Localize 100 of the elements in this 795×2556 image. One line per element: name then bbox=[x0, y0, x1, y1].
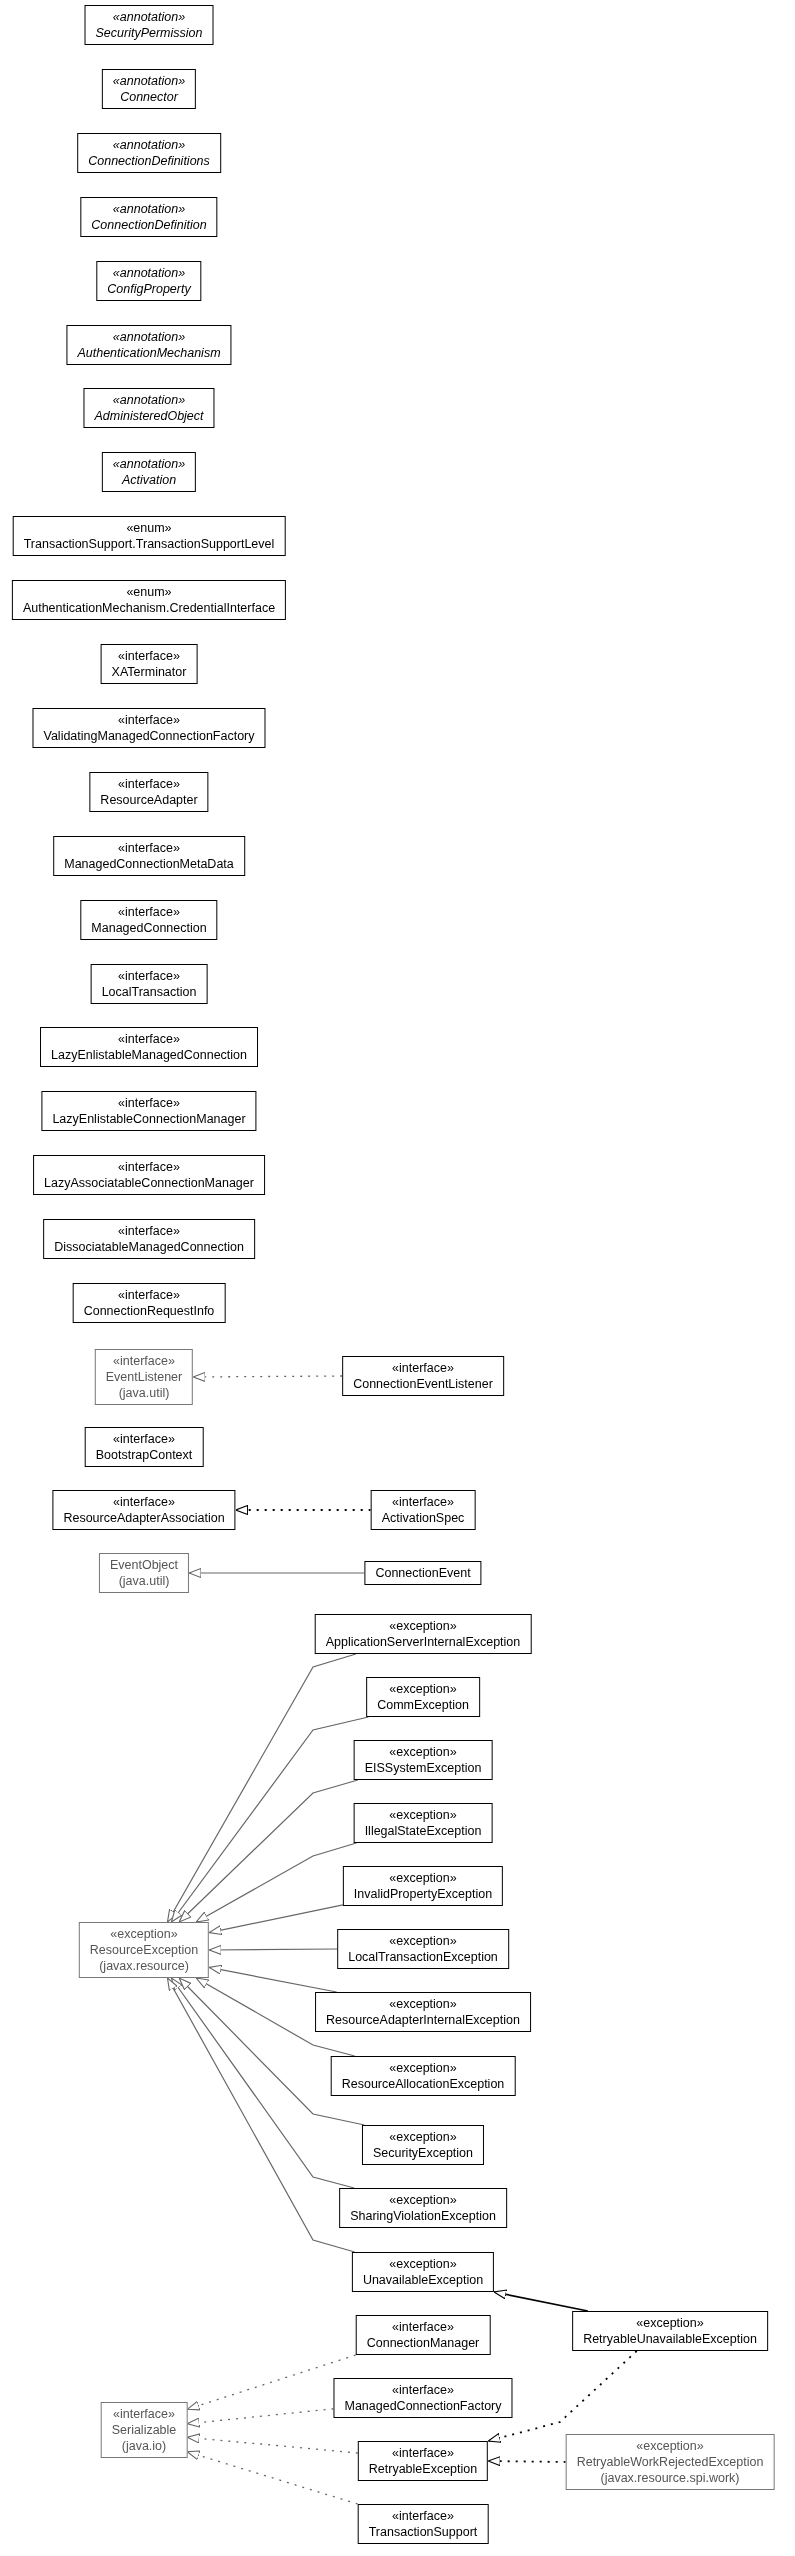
class-box bbox=[53, 836, 245, 876]
stereotype-label: «interface» bbox=[117, 1223, 181, 1239]
realization-arrow bbox=[234, 1504, 372, 1516]
stereotype-label: «interface» bbox=[117, 840, 181, 856]
inheritance-arrow bbox=[493, 2289, 589, 2312]
class-box bbox=[84, 5, 214, 45]
realization-arrow bbox=[192, 1371, 343, 1382]
class-box bbox=[11, 580, 287, 620]
inheritance-arrow bbox=[208, 1944, 338, 1955]
inheritance-arrow bbox=[195, 1842, 357, 1923]
external-class-box bbox=[565, 2434, 775, 2490]
class-box bbox=[101, 69, 197, 109]
stereotype-label: «interface» bbox=[112, 1494, 176, 1510]
class-name: XATerminator bbox=[111, 664, 187, 680]
class-box bbox=[84, 1427, 204, 1467]
stereotype-label: «interface» bbox=[391, 1360, 455, 1376]
stereotype-label: «exception» bbox=[388, 1933, 458, 1949]
class-name: Connector bbox=[119, 89, 180, 105]
class-box bbox=[101, 452, 197, 492]
stereotype-label: «interface» bbox=[117, 1159, 181, 1175]
class-name: ManagedConnectionFactory bbox=[344, 2398, 502, 2414]
inheritance-arrow bbox=[178, 1779, 359, 1923]
stereotype-label: «interface» bbox=[117, 968, 181, 984]
class-box bbox=[353, 1740, 493, 1780]
stereotype-label: «annotation» bbox=[111, 201, 187, 217]
stereotype-label: «exception» bbox=[388, 2060, 458, 2076]
realization-arrow bbox=[186, 2433, 359, 2454]
class-name: UnavailableException bbox=[362, 2272, 484, 2288]
stereotype-label: «interface» bbox=[117, 1031, 181, 1047]
class-name: ConnectionEventListener bbox=[353, 1376, 493, 1392]
class-name: AdministeredObject bbox=[94, 408, 204, 424]
class-name: InvalidPropertyException bbox=[353, 1886, 493, 1902]
class-box bbox=[100, 644, 198, 684]
class-box bbox=[315, 1992, 531, 2032]
stereotype-label: «annotation» bbox=[111, 137, 187, 153]
stereotype-label: «exception» bbox=[388, 1996, 458, 2012]
class-box bbox=[333, 2378, 513, 2418]
inheritance-arrow bbox=[178, 1977, 365, 2126]
external-class-box bbox=[78, 1922, 210, 1978]
class-name: ConnectionDefinition bbox=[91, 217, 207, 233]
class-name: SecurityPermission bbox=[95, 25, 203, 41]
stereotype-label: «annotation» bbox=[111, 392, 187, 408]
class-name: LazyEnlistableManagedConnection bbox=[51, 1047, 247, 1063]
stereotype-label: «annotation» bbox=[112, 73, 186, 89]
class-name: SecurityException bbox=[372, 2145, 474, 2161]
inheritance-arrow bbox=[195, 1977, 356, 2057]
stereotype-label: «exception» bbox=[388, 2192, 458, 2208]
class-box bbox=[41, 1091, 257, 1131]
class-box bbox=[66, 325, 232, 365]
class-name: TransactionSupport bbox=[368, 2524, 478, 2540]
stereotype-label: «interface» bbox=[391, 2382, 455, 2398]
class-box bbox=[361, 2125, 485, 2165]
class-box bbox=[12, 516, 286, 556]
class-box bbox=[572, 2311, 768, 2351]
class-name: ConnectionEvent bbox=[375, 1565, 471, 1581]
class-name: EISSystemException bbox=[364, 1760, 482, 1776]
external-class-box bbox=[100, 2402, 188, 2458]
class-name: BootstrapContext bbox=[95, 1447, 193, 1463]
class-box bbox=[351, 2252, 495, 2292]
stereotype-label: «annotation» bbox=[111, 9, 187, 25]
class-name: ApplicationServerInternalException bbox=[325, 1634, 521, 1650]
class-name: ConnectionDefinitions bbox=[88, 153, 210, 169]
class-box bbox=[52, 1490, 236, 1530]
class-box bbox=[90, 964, 208, 1004]
external-class-box bbox=[98, 1553, 190, 1593]
inheritance-arrow bbox=[188, 1567, 365, 1579]
class-name: LocalTransactionException bbox=[348, 1949, 498, 1965]
stereotype-label: «exception» bbox=[635, 2315, 705, 2331]
stereotype-label: «interface» bbox=[117, 776, 181, 792]
stereotype-label: «interface» bbox=[112, 2406, 176, 2422]
class-name: ValidatingManagedConnectionFactory bbox=[43, 728, 255, 744]
stereotype-label: «interface» bbox=[391, 2508, 455, 2524]
class-box bbox=[337, 1929, 509, 1969]
stereotype-label: «exception» bbox=[388, 1807, 458, 1823]
class-name: Activation bbox=[120, 472, 178, 488]
stereotype-label: «exception» bbox=[388, 1744, 458, 1760]
external-class-box bbox=[94, 1349, 194, 1405]
stereotype-label: «exception» bbox=[388, 1618, 458, 1634]
class-box bbox=[314, 1614, 532, 1654]
class-box bbox=[72, 1283, 226, 1323]
stereotype-label: «enum» bbox=[125, 584, 173, 600]
class-name: ConfigProperty bbox=[107, 281, 191, 297]
stereotype-label: «interface» bbox=[112, 1353, 176, 1369]
stereotype-label: «enum» bbox=[125, 520, 173, 536]
class-name: RetryableUnavailableException bbox=[583, 2331, 757, 2347]
class-name: EventListener bbox=[105, 1369, 183, 1385]
stereotype-label: «interface» bbox=[117, 1095, 181, 1111]
class-box bbox=[339, 2188, 507, 2228]
class-box bbox=[355, 2315, 491, 2355]
stereotype-label: «interface» bbox=[391, 1494, 455, 1510]
class-box bbox=[83, 388, 215, 428]
class-name: ResourceAdapterAssociation bbox=[63, 1510, 225, 1526]
inheritance-arrow bbox=[170, 1977, 355, 2189]
class-name: DissociatableManagedConnection bbox=[54, 1239, 244, 1255]
class-name: RetryableException bbox=[368, 2461, 478, 2477]
package-name: (javax.resource) bbox=[98, 1958, 190, 1974]
stereotype-label: «exception» bbox=[388, 1870, 458, 1886]
class-name: IllegalStateException bbox=[364, 1823, 482, 1839]
class-name: ResourceAdapter bbox=[100, 792, 198, 808]
class-name: ResourceAdapterInternalException bbox=[326, 2012, 520, 2028]
